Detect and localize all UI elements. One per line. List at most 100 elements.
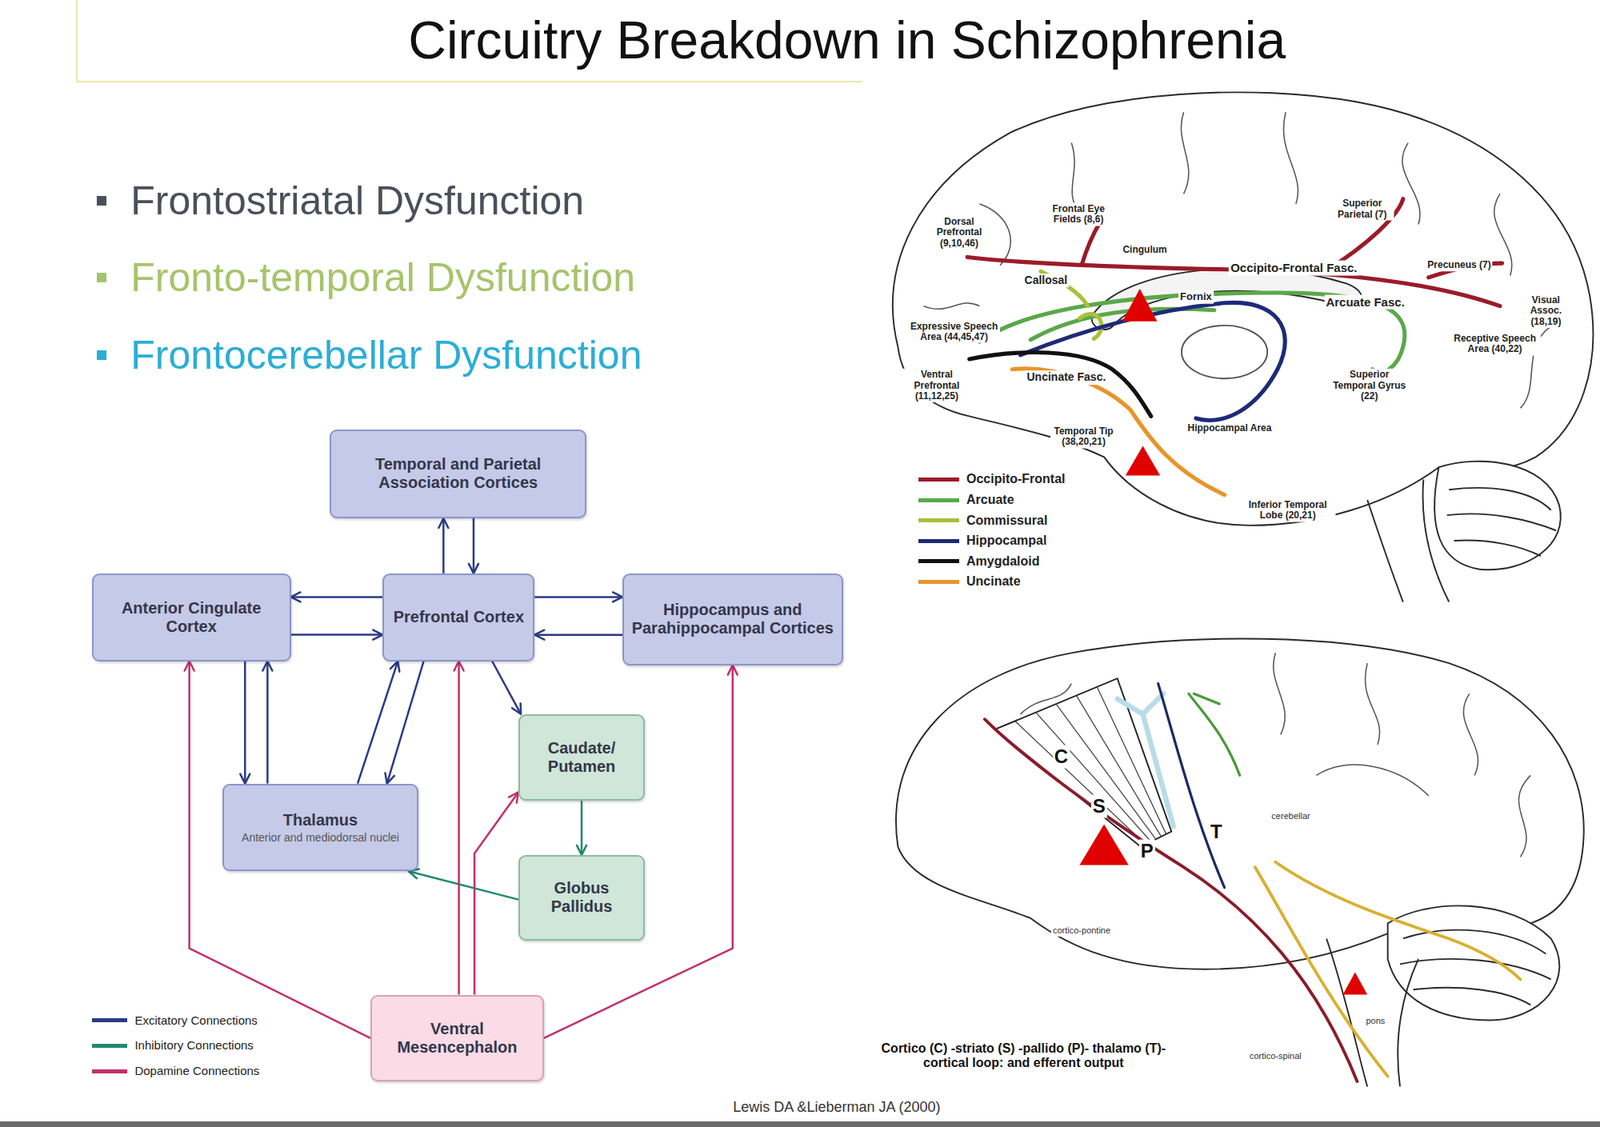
legend-text: Amygdaloid (966, 554, 1040, 569)
region-label: Superior Parietal (7) (1330, 197, 1394, 221)
connector (240, 661, 250, 784)
region-label: cerebellar (1269, 810, 1312, 822)
connector (534, 592, 623, 602)
connector-line (266, 661, 269, 784)
brain-drawings (892, 92, 1593, 1087)
cerebellum-folia (1400, 930, 1552, 1006)
brain-region-box: Globus Pallidus (518, 855, 645, 941)
arrow-head (438, 518, 448, 528)
region-label: Ventral Prefrontal (11,12,25) (896, 368, 976, 403)
cerebellum-folia (1447, 488, 1556, 556)
box-title: Temporal and Parietal Association Cortic… (336, 455, 580, 492)
pathway-line (1255, 862, 1521, 1077)
bullet-square (96, 350, 107, 360)
legend-text: Dopamine Connections (134, 1064, 260, 1079)
box-content: Temporal and Parietal Association Cortic… (336, 455, 580, 492)
box-content: Anterior Cingulate Cortex (98, 599, 285, 636)
box-content: Prefrontal Cortex (388, 608, 528, 627)
connector (291, 592, 384, 602)
connector (408, 868, 519, 900)
region-label: Occipito-Frontal Fasc. (1228, 260, 1359, 276)
bullet-text: Frontostriatal Dysfunction (130, 178, 584, 224)
fiber-tracts (967, 199, 1502, 496)
box-title: Caudate/ Putamen (524, 739, 639, 776)
connector (262, 661, 272, 784)
connector-line (387, 661, 424, 784)
box-content: Globus Pallidus (524, 879, 639, 916)
bullet-square (96, 196, 107, 206)
connector-line (291, 633, 384, 636)
connector-line (244, 661, 247, 784)
box-subtitle: Anterior and mediodorsal nuclei (241, 831, 400, 844)
box-content: Caudate/ Putamen (524, 739, 639, 776)
connector (438, 518, 448, 574)
region-label: Arcuate Fasc. (1324, 294, 1406, 310)
legend-text: Excitatory Connections (134, 1013, 257, 1028)
source-citation: Lewis DA &Lieberman JA (2000) (732, 1099, 940, 1116)
lower-brain (896, 639, 1584, 1088)
region-label: Callosal (1023, 273, 1070, 288)
connector-line (291, 596, 384, 599)
lesion-marker (1343, 972, 1368, 996)
arrow-head (508, 792, 519, 803)
lesion-marker (1125, 445, 1160, 476)
upper-brain (892, 92, 1593, 602)
arrow-head (728, 665, 738, 676)
arrow-head (291, 592, 301, 602)
legend-swatch (918, 580, 960, 584)
thalamus-shape (1181, 325, 1268, 379)
box-content: Ventral Mesencephalon (376, 1020, 538, 1057)
box-title: Prefrontal Cortex (393, 608, 524, 627)
bullet-text: Frontocerebellar Dysfunction (130, 332, 642, 378)
legend-swatch (918, 539, 960, 544)
connector (384, 661, 424, 784)
region-label: Frontal Eye Fields (8,6) (1044, 202, 1112, 226)
brain-region-box: Caudate/ Putamen (518, 714, 645, 801)
connector-line (534, 633, 623, 636)
legend-swatch (918, 559, 960, 564)
box-title: Ventral Mesencephalon (376, 1020, 538, 1057)
region-label: Hippocampal Area (1186, 422, 1274, 435)
loop-letter: T (1208, 820, 1224, 844)
amygdaloid-tract (969, 352, 1152, 417)
legend-text: Hippocampal (966, 533, 1047, 548)
loop-letter: P (1139, 839, 1156, 863)
region-label: Expressive Speech Area (44,45,47) (908, 320, 1000, 344)
arrow-head (468, 564, 479, 574)
loop-letter: C (1052, 745, 1070, 769)
legend-swatch (918, 498, 960, 503)
box-title: Anterior Cingulate Cortex (98, 599, 285, 636)
connector-line (408, 871, 519, 900)
arrow-head (384, 772, 394, 784)
connector-line (534, 596, 623, 599)
lesion-marker (1079, 824, 1128, 866)
arrow-head (184, 661, 195, 672)
region-label: cortico-spinal (1248, 1050, 1304, 1062)
arrow-head (262, 661, 272, 672)
connector-line (580, 800, 584, 856)
brain-region-box: Prefrontal Cortex (382, 573, 535, 662)
cerebellum (1388, 905, 1560, 1020)
arrow-head (512, 703, 521, 714)
loop-letter: S (1091, 794, 1108, 818)
brain-region-box: Anterior Cingulate Cortex (92, 573, 292, 662)
arrow-head (612, 592, 623, 602)
brain-outline (892, 92, 1593, 526)
connector (576, 800, 587, 856)
arrow-head (454, 661, 464, 672)
gyri (923, 112, 1551, 408)
region-label: Dorsal Prefrontal (9,10,46) (921, 216, 997, 250)
cerebellum (1434, 461, 1561, 571)
lesion-marker (1122, 288, 1157, 322)
box-content: Hippocampus and Parahippocampal Cortices (628, 600, 837, 638)
box-title: Globus Pallidus (524, 879, 639, 916)
connector (492, 661, 521, 715)
pathway-line (1188, 693, 1240, 776)
occipito-frontal-tract (967, 199, 1502, 307)
slide-title: Circuitry Breakdown in Schizophrenia (408, 11, 1286, 71)
connector (468, 518, 479, 574)
connector (474, 792, 519, 995)
region-label: Fornix (1178, 290, 1214, 304)
